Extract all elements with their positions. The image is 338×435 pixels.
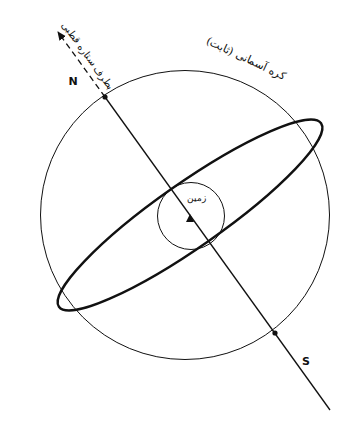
axis-direction-label: بطرف ستاره قطبی [59, 20, 117, 93]
axis-line [105, 97, 330, 410]
earth-circle: زمین [157, 182, 225, 250]
pole-dot [102, 94, 107, 99]
north-label: N [68, 75, 77, 88]
south-label: S [302, 355, 310, 368]
sphere-label: کره آسمانی (ثابت) [204, 35, 287, 83]
observer-symbol [186, 214, 194, 222]
earth-label: زمین [186, 193, 207, 204]
celestial-sphere: کره آسمانی (ثابت)زمین [40, 70, 330, 360]
pole-dot [272, 330, 277, 335]
